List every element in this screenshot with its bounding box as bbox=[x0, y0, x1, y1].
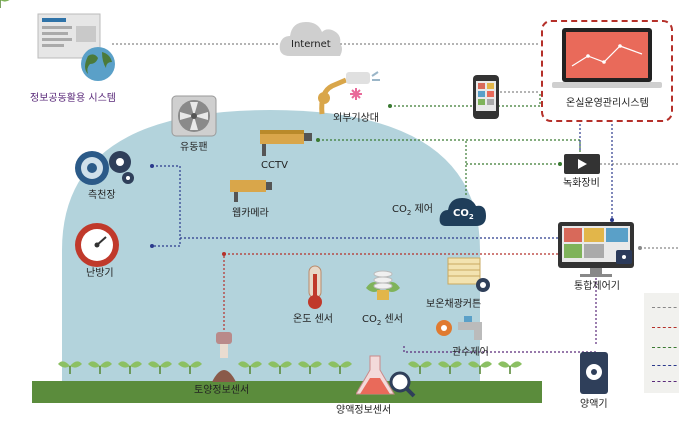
nutrient-sensor-label: 양액정보센서 bbox=[336, 405, 392, 416]
faucet-icon bbox=[436, 316, 482, 340]
legend-line-blue bbox=[652, 365, 679, 366]
legend-line-gray bbox=[652, 307, 679, 308]
weather-station-icon bbox=[318, 71, 380, 115]
link-ceiling-heater bbox=[152, 165, 181, 247]
legend-line-red bbox=[652, 327, 679, 328]
greenhouse-dome bbox=[62, 110, 480, 392]
web-camera-label: 웹카메라 bbox=[232, 208, 269, 219]
monitor-map-icon bbox=[37, 13, 115, 81]
greenhouse-mgmt-label: 온실운영관리시스템 bbox=[566, 98, 649, 109]
link-dots bbox=[150, 104, 642, 256]
temp-sensor-label: 온도 센서 bbox=[293, 314, 333, 325]
integrated-controller-label: 통합제어기 bbox=[574, 281, 620, 292]
greenhouse-mgmt-box[interactable] bbox=[541, 20, 673, 122]
heater-gauge-icon bbox=[75, 223, 119, 267]
seedling-row bbox=[0, 0, 10, 8]
nutrient-machine-label: 양액기 bbox=[580, 399, 608, 410]
flask-magnifier-icon bbox=[356, 355, 416, 398]
nutrient-unit-icon[interactable] bbox=[578, 350, 610, 396]
info-system-label: 정보공동활용 시스템 bbox=[30, 93, 116, 104]
smartphone-icon bbox=[473, 75, 499, 119]
cctv-label: CCTV bbox=[261, 160, 288, 171]
cctv-camera-icon bbox=[260, 130, 312, 156]
legend-line-purple bbox=[652, 381, 679, 382]
video-recorder-icon[interactable] bbox=[562, 152, 602, 178]
controller-monitor-icon[interactable] bbox=[556, 220, 640, 280]
cloud-icon bbox=[279, 22, 342, 56]
co2-bulb-icon bbox=[366, 270, 400, 300]
internet-label: Internet bbox=[291, 39, 331, 50]
fan-icon bbox=[171, 95, 217, 137]
web-camera-icon bbox=[230, 180, 272, 202]
co2-control-label: CO2 제어 bbox=[392, 204, 433, 217]
legend-line-green bbox=[652, 347, 679, 348]
gears-icon bbox=[476, 278, 490, 292]
co2-sensor-label: CO2 센서 bbox=[362, 314, 403, 327]
curtain-label: 보온채광커튼 bbox=[426, 299, 482, 310]
ground-strip bbox=[32, 381, 542, 403]
recorder-label: 녹화장비 bbox=[563, 178, 600, 189]
thermometer-icon bbox=[308, 265, 322, 309]
weather-station-label: 외부기상대 bbox=[333, 113, 379, 124]
soil-sensor-label: 토양정보센서 bbox=[194, 385, 250, 396]
heater-label: 난방기 bbox=[86, 268, 114, 279]
gears-icon bbox=[75, 151, 134, 185]
link-nutrient-sensor bbox=[403, 346, 596, 353]
curtain-icon bbox=[447, 257, 481, 285]
fan-label: 유동팬 bbox=[180, 142, 208, 153]
irrigation-label: 관수제어 bbox=[452, 347, 489, 358]
legend-panel bbox=[644, 293, 679, 393]
co2-cloud-label: CO2 bbox=[453, 208, 474, 221]
co2-cloud-icon bbox=[439, 198, 486, 226]
ceiling-label: 측천장 bbox=[88, 190, 116, 201]
laptop-chart-icon bbox=[552, 28, 662, 88]
soil-probe-icon bbox=[212, 332, 236, 382]
link-weather-mgmt bbox=[390, 92, 541, 107]
